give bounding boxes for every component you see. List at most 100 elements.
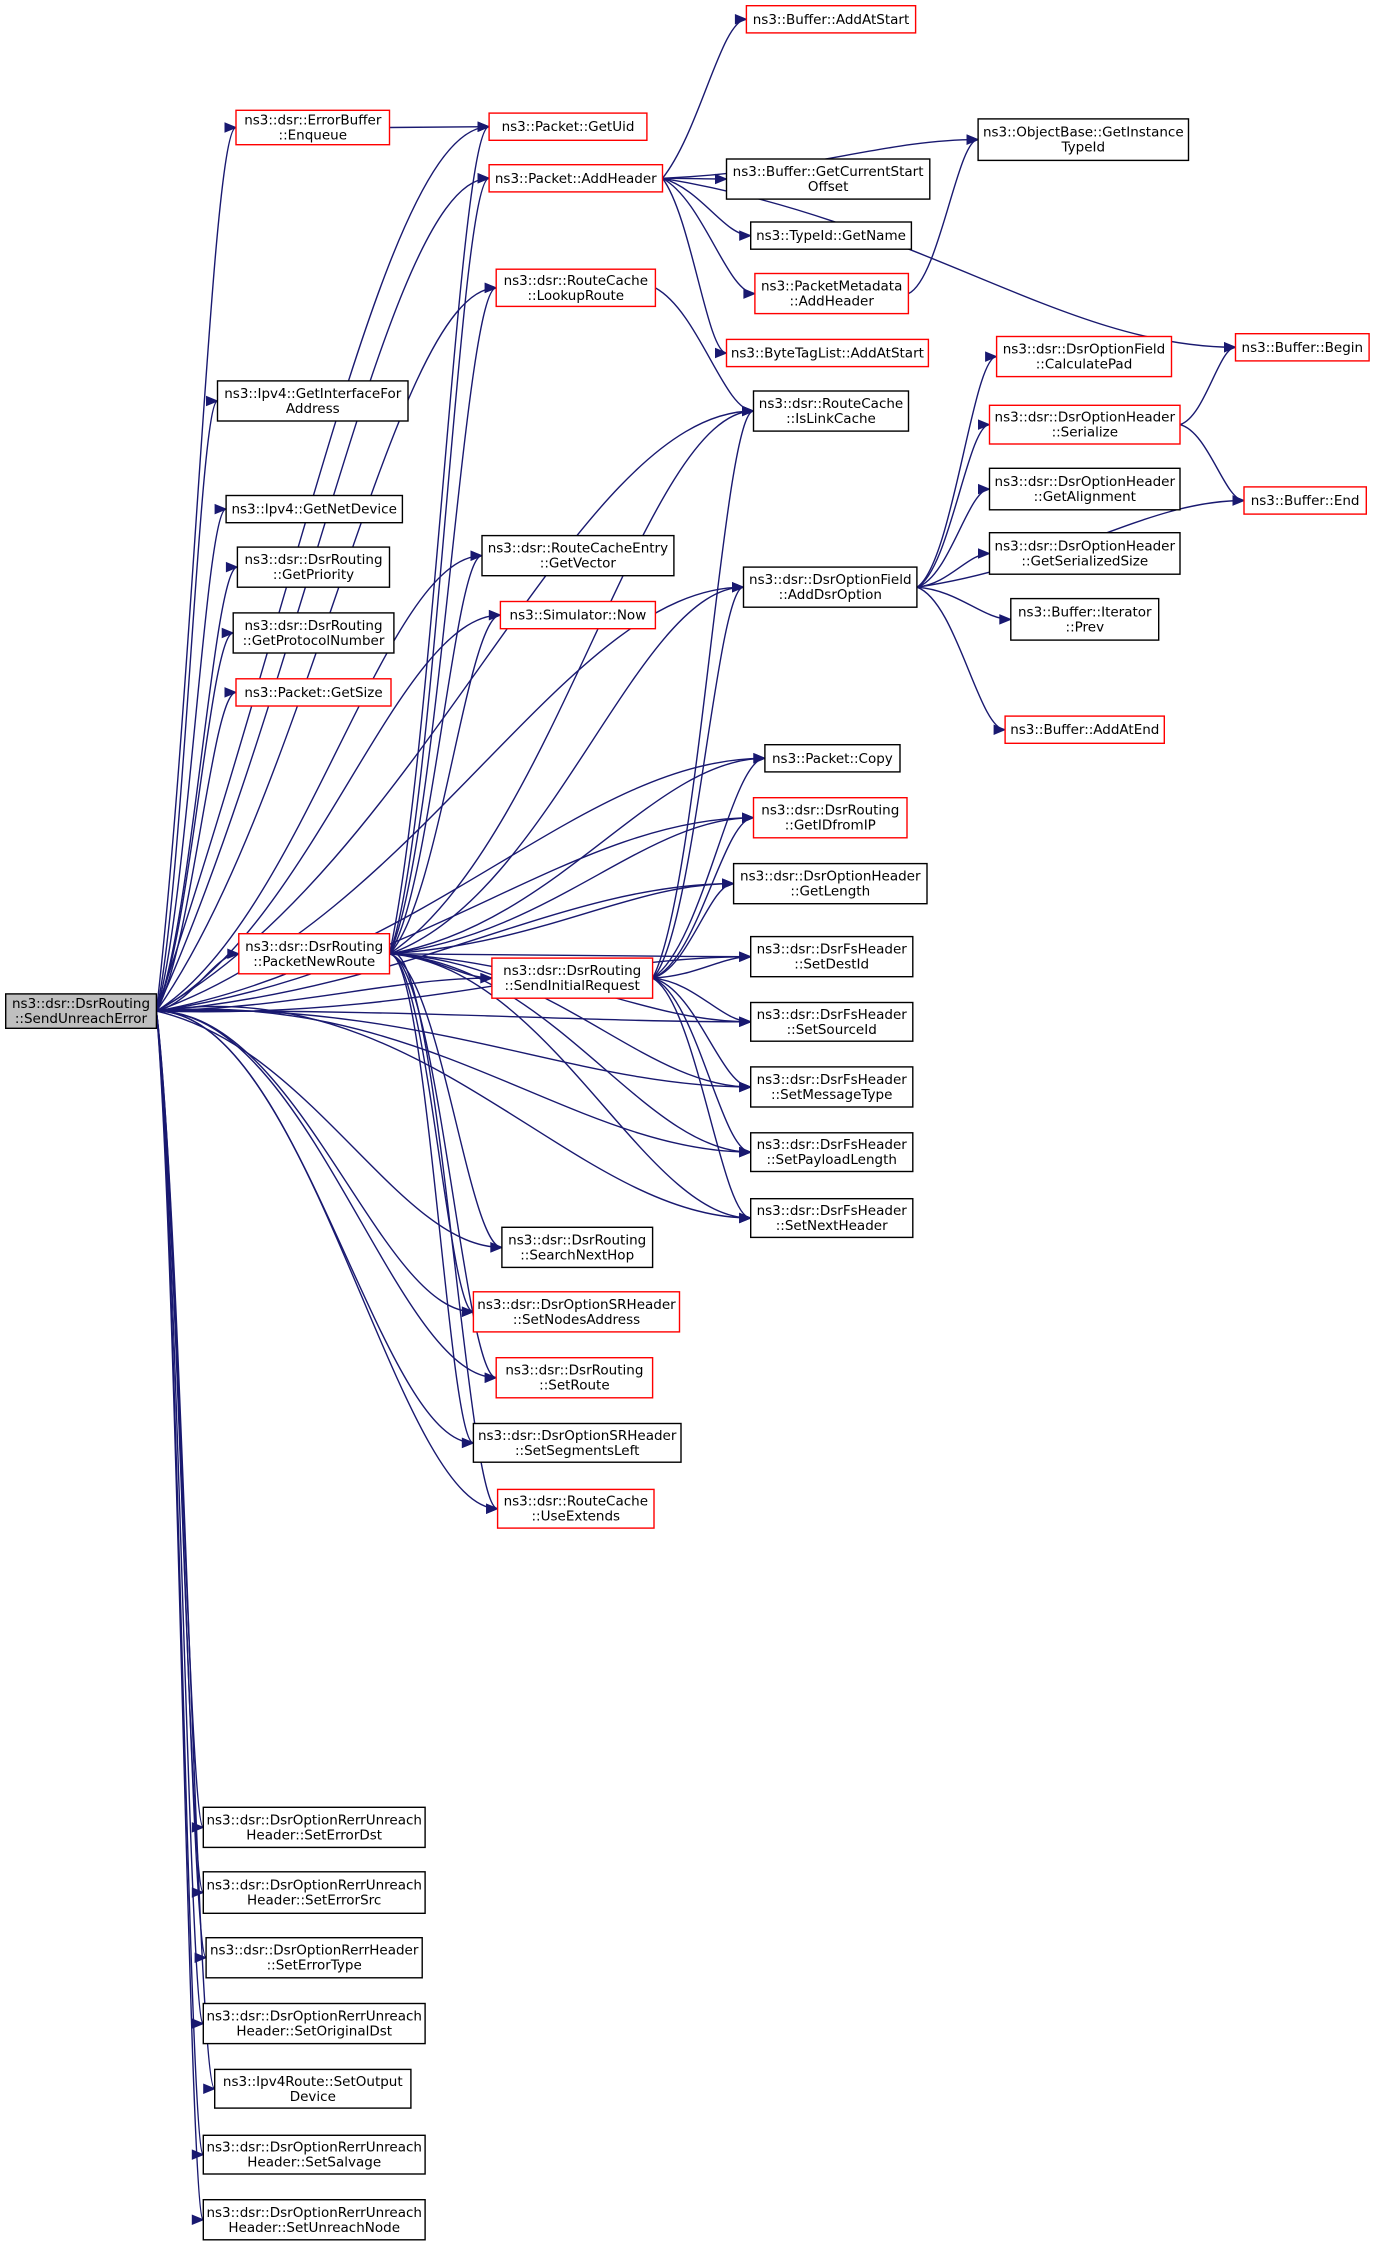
node-setorigdst[interactable]: ns3::dsr::DsrOptionRerrUnreachHeader::Se…	[202, 2002, 426, 2045]
node-adddsroption[interactable]: ns3::dsr::DsrOptionField::AddDsrOption	[742, 566, 918, 608]
arrowhead	[203, 2083, 217, 2095]
node-box	[752, 390, 910, 432]
node-label: ::CalculatePad	[1036, 357, 1133, 373]
call-edge-packetnewroute-to-useextends	[389, 952, 498, 1510]
node-typeidname[interactable]: ns3::TypeId::GetName	[750, 221, 913, 250]
node-setnodesaddr[interactable]: ns3::dsr::DsrOptionSRHeader::SetNodesAdd…	[472, 1291, 681, 1333]
node-useextends[interactable]: ns3::dsr::RouteCache::UseExtends	[496, 1488, 655, 1529]
node-label: ns3::Buffer::Iterator	[1018, 604, 1152, 620]
arrowhead	[753, 753, 767, 764]
node-bytetag[interactable]: ns3::ByteTagList::AddAtStart	[725, 338, 930, 368]
node-setsegleft[interactable]: ns3::dsr::DsrOptionSRHeader::SetSegments…	[472, 1422, 682, 1463]
node-getnetdev[interactable]: ns3::Ipv4::GetNetDevice	[225, 494, 404, 524]
arrowhead	[978, 548, 991, 559]
arrowhead	[488, 609, 502, 621]
node-setsalvage[interactable]: ns3::dsr::DsrOptionRerrUnreachHeader::Se…	[202, 2134, 426, 2175]
node-errbuf[interactable]: ns3::dsr::ErrorBuffer::Enqueue	[235, 109, 391, 146]
call-edge-serialize-to-bufend	[1179, 423, 1245, 502]
arrowhead	[477, 121, 491, 132]
arrowhead	[739, 951, 753, 962]
node-bufbegin[interactable]: ns3::Buffer::Begin	[1234, 333, 1370, 362]
call-edge-addheader-to-bytetag	[661, 177, 727, 354]
node-setnexthdr[interactable]: ns3::dsr::DsrFsHeader::SetNextHeader	[750, 1197, 914, 1239]
node-getpriority[interactable]: ns3::dsr::DsrRouting::GetPriority	[236, 546, 391, 588]
node-getsersize[interactable]: ns3::dsr::DsrOptionHeader::GetSerialized…	[988, 532, 1181, 575]
node-getuid[interactable]: ns3::Packet::GetUid	[488, 112, 648, 141]
call-edge-packetnewroute-to-pktcopy	[389, 757, 765, 955]
node-seterrdst[interactable]: ns3::dsr::DsrOptionRerrUnreachHeader::Se…	[202, 1806, 426, 1849]
node-pktcopy[interactable]: ns3::Packet::Copy	[764, 744, 901, 773]
node-setpayload[interactable]: ns3::dsr::DsrFsHeader::SetPayloadLength	[750, 1132, 914, 1173]
arrowhead	[732, 581, 745, 593]
node-label: ns3::Buffer::AddAtStart	[753, 12, 910, 28]
node-box	[481, 534, 675, 577]
node-box	[750, 1066, 914, 1108]
node-iterprev[interactable]: ns3::Buffer::Iterator::Prev	[1010, 597, 1160, 641]
node-rcegetvector[interactable]: ns3::dsr::RouteCacheEntry::GetVector	[481, 534, 675, 577]
node-islinkcache[interactable]: ns3::dsr::RouteCache::IsLinkCache	[752, 390, 910, 432]
node-getsize[interactable]: ns3::Packet::GetSize	[235, 678, 392, 707]
node-box	[472, 1291, 681, 1333]
call-edge-root-to-getsize	[155, 691, 237, 1012]
node-getidfromip[interactable]: ns3::dsr::DsrRouting::GetIDfromIP	[752, 797, 908, 839]
node-bufend[interactable]: ns3::Buffer::End	[1243, 486, 1368, 515]
node-pktmetadata[interactable]: ns3::PacketMetadata::AddHeader	[754, 272, 910, 315]
call-edge-root-to-rcegetvector	[156, 555, 483, 1012]
node-setdestid[interactable]: ns3::dsr::DsrFsHeader::SetDestId	[750, 935, 914, 978]
node-serialize[interactable]: ns3::dsr::DsrOptionHeader::Serialize	[988, 404, 1181, 445]
node-setroute[interactable]: ns3::dsr::DsrRouting::SetRoute	[495, 1356, 654, 1399]
call-edge-packetnewroute-to-setnodesaddr	[389, 953, 474, 1313]
arrowhead	[225, 561, 239, 573]
node-seterrsrc[interactable]: ns3::dsr::DsrOptionRerrUnreachHeader::Se…	[202, 1871, 426, 1915]
node-label: ns3::Packet::GetUid	[502, 119, 635, 135]
node-searchnexthop[interactable]: ns3::dsr::DsrRouting::SearchNextHop	[501, 1226, 654, 1269]
node-box	[216, 380, 409, 422]
node-label: ::IsLinkCache	[786, 411, 876, 427]
node-box	[1243, 486, 1368, 515]
node-setunreach[interactable]: ns3::dsr::DsrOptionRerrUnreachHeader::Se…	[202, 2198, 426, 2241]
node-label: ns3::dsr::DsrRouting	[12, 996, 150, 1012]
call-edge-packetnewroute-to-addheader	[388, 177, 490, 955]
node-bufaddatstart[interactable]: ns3::Buffer::AddAtStart	[745, 4, 917, 34]
node-bufaddatend[interactable]: ns3::Buffer::AddAtEnd	[1004, 715, 1165, 744]
call-edge-adddsroption-to-serialize	[916, 423, 990, 588]
node-addheader[interactable]: ns3::Packet::AddHeader	[488, 163, 664, 193]
call-edge-adddsroption-to-getalign	[916, 488, 990, 588]
node-lookuproute[interactable]: ns3::dsr::RouteCache::LookupRoute	[495, 268, 657, 308]
arrowhead	[742, 812, 755, 823]
node-label: ns3::Packet::AddHeader	[495, 171, 657, 187]
node-label: ns3::dsr::ErrorBuffer	[244, 113, 382, 129]
node-calcpad[interactable]: ns3::dsr::DsrOptionField::CalculatePad	[995, 335, 1173, 378]
node-getalign[interactable]: ns3::dsr::DsrOptionHeader::GetAlignment	[988, 467, 1181, 511]
arrowhead	[734, 14, 748, 25]
node-label: ns3::dsr::DsrRouting	[244, 618, 382, 634]
call-edge-root-to-getidfromip	[156, 817, 754, 1012]
node-box	[750, 1197, 914, 1239]
node-getprotonum[interactable]: ns3::dsr::DsrRouting::GetProtocolNumber	[232, 612, 395, 654]
arrowhead	[742, 405, 755, 417]
arrowhead	[486, 1503, 499, 1514]
node-seterrtype[interactable]: ns3::dsr::DsrOptionRerrHeader::SetErrorT…	[205, 1936, 423, 1979]
call-edge-adddsroption-to-bufaddatend	[916, 586, 1006, 731]
node-box	[488, 112, 648, 141]
node-label: ::SetRoute	[539, 1378, 609, 1394]
node-sendinitreq[interactable]: ns3::dsr::DsrRouting::SendInitialRequest	[491, 957, 654, 999]
node-setsourceid[interactable]: ns3::dsr::DsrFsHeader::SetSourceId	[750, 1001, 914, 1042]
node-label: Header::SetOriginalDst	[236, 2024, 392, 2040]
node-root[interactable]: ns3::dsr::DsrRouting::SendUnreachError	[4, 993, 158, 1030]
node-box	[750, 221, 913, 250]
node-label: ::SearchNextHop	[520, 1247, 634, 1263]
call-edge-root-to-useextends	[156, 1010, 498, 1510]
node-packetnewroute[interactable]: ns3::dsr::DsrRouting::PacketNewRoute	[238, 933, 391, 975]
node-getlength[interactable]: ns3::dsr::DsrOptionHeader::GetLength	[732, 862, 928, 905]
node-label: ns3::dsr::DsrOptionRerrUnreach	[206, 2140, 422, 2156]
call-edge-addheader-to-bufaddatstart	[661, 18, 747, 179]
node-setmsgtype[interactable]: ns3::dsr::DsrFsHeader::SetMessageType	[750, 1066, 914, 1108]
node-simnow[interactable]: ns3::Simulator::Now	[499, 600, 657, 630]
arrowhead	[966, 134, 980, 145]
node-label: ns3::TypeId::GetName	[756, 228, 906, 244]
